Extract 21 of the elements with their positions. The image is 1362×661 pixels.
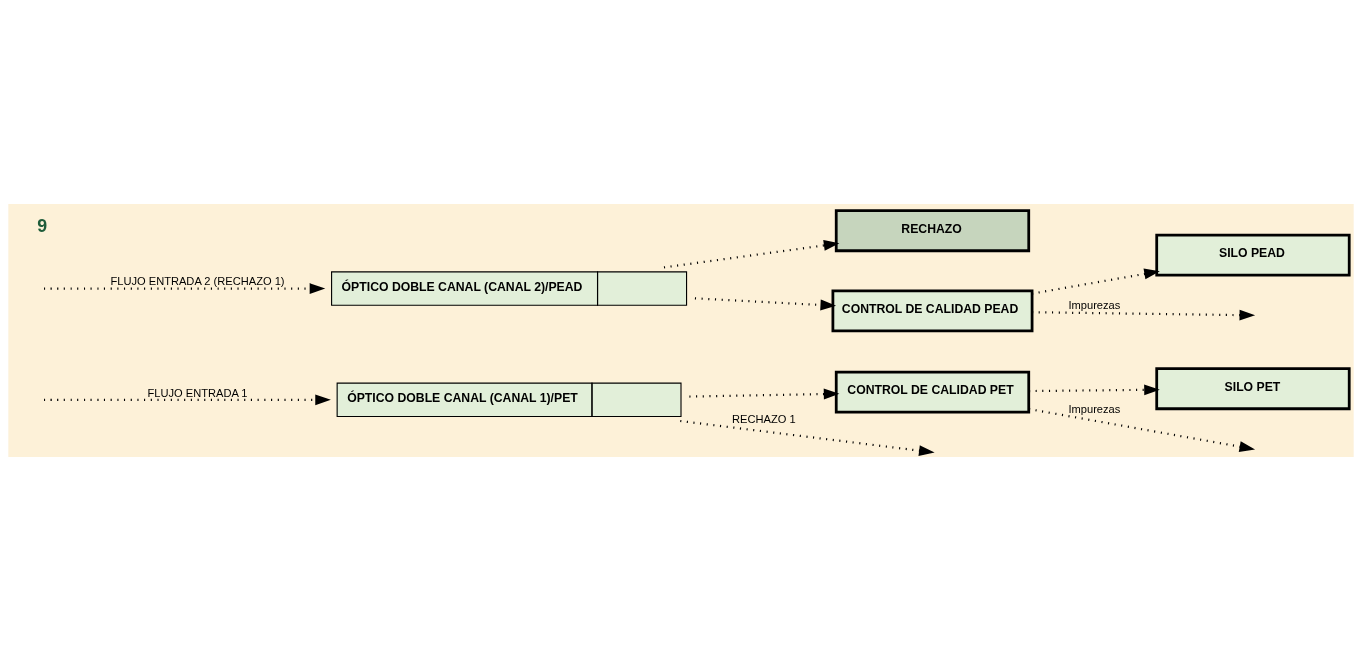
arrow <box>689 388 840 400</box>
node-box: SILO PEAD <box>1155 233 1351 277</box>
arrow <box>1028 408 1256 453</box>
node-box: CONTROL DE CALIDAD PEAD <box>831 289 1034 333</box>
arrow <box>44 283 326 295</box>
arrow <box>1031 268 1160 295</box>
label: 9 <box>37 215 48 236</box>
node-box: SILO PET <box>1155 367 1351 411</box>
arrow <box>44 394 331 406</box>
node-box: CONTROL DE CALIDAD PET <box>834 370 1031 414</box>
edge-label: FLUJO ENTRADA 2 (RECHAZO 1) <box>110 275 285 288</box>
arrow <box>694 297 837 311</box>
edge-label: Impurezas <box>1068 298 1121 311</box>
arrow <box>680 419 935 457</box>
arrow <box>663 240 840 269</box>
arrow <box>1032 309 1256 321</box>
edge-label: Impurezas <box>1068 403 1121 416</box>
arrow <box>1029 384 1160 396</box>
edge-label: FLUJO ENTRADA 1 <box>147 386 248 399</box>
edge-label: RECHAZO 1 <box>732 413 796 426</box>
node-box: RECHAZO <box>834 209 1031 253</box>
